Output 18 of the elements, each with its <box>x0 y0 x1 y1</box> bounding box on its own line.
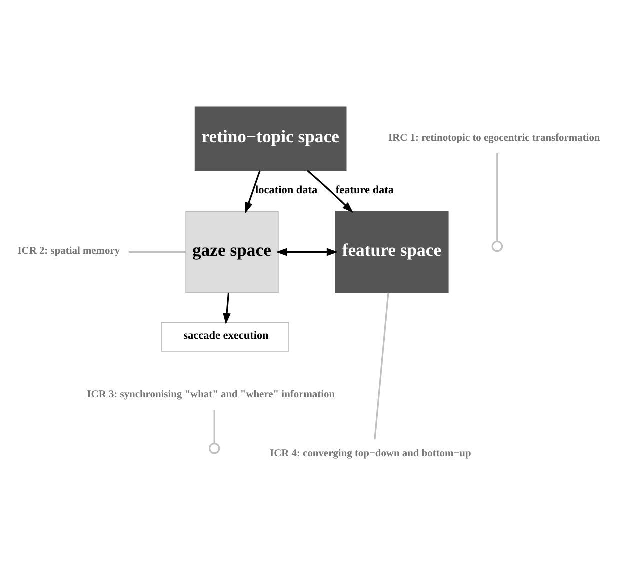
edge-label: feature data <box>336 184 394 196</box>
node-text: ICR 3: synchronising "what" and "where" information <box>87 390 336 401</box>
arrow <box>223 292 231 325</box>
connector <box>374 292 390 440</box>
node-text: IRC 1: retinotopic to egocentric transformation <box>388 132 600 144</box>
connector <box>496 153 498 242</box>
arrow <box>245 170 261 214</box>
edge-label: location data <box>256 184 318 196</box>
arrow <box>307 170 354 214</box>
connector <box>128 251 186 254</box>
node-text: ICR 2: spatial memory <box>18 246 120 258</box>
node-box: feature space <box>336 211 449 294</box>
node-box: saccade execution <box>161 322 289 352</box>
arrow <box>276 248 338 256</box>
node-box: retino−topic space <box>194 106 347 172</box>
node-box: gaze space <box>186 211 279 294</box>
connector <box>214 410 216 444</box>
node-text: ICR 4: converging top−down and bottom−up <box>270 448 472 460</box>
